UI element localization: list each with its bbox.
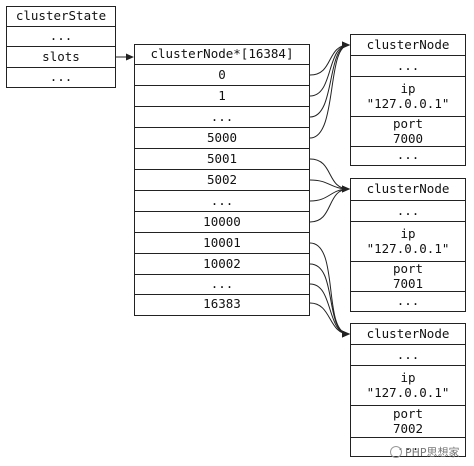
slot-row: 5001 [135, 149, 309, 170]
cluster-node-ip-field: ip "127.0.0.1" [351, 222, 465, 262]
cluster-node-ip-field: ip "127.0.0.1" [351, 77, 465, 117]
ip-label: ip [400, 81, 416, 97]
cluster-state-row: ... [49, 69, 73, 85]
watermark-logo-icon [390, 446, 402, 458]
slot-row: 10000 [135, 212, 309, 233]
port-label: port [392, 261, 424, 277]
cluster-node-ellipsis: ... [351, 345, 465, 366]
cluster-node-title: clusterNode [351, 35, 465, 56]
slot-ellipsis-link [309, 185, 350, 202]
ip-value: "127.0.0.1" [366, 384, 450, 400]
ip-label: ip [400, 370, 416, 386]
slot-row: ... [135, 275, 309, 295]
cluster-node-ip-field: ip "127.0.0.1" [351, 366, 465, 406]
cluster-node-ellipsis: ... [396, 438, 420, 454]
cluster-node-ellipsis: ... [351, 201, 465, 222]
slot-10001-link [309, 242, 350, 338]
cluster-node-ellipsis: ... [396, 147, 420, 163]
slot-row: 5000 [135, 128, 309, 149]
cluster-node-ellipsis: ... [396, 292, 420, 308]
slot-row: 10001 [135, 233, 309, 254]
cluster-node-port-field: port 7001 [351, 261, 465, 292]
watermark-text: PHP思想家 [405, 446, 460, 459]
ip-label: ip [400, 226, 416, 242]
slot-10000-link [309, 185, 350, 223]
slots-array-title: clusterNode*[16384] [135, 45, 309, 65]
cluster-node-ellipsis: ... [351, 56, 465, 77]
port-value: 7002 [392, 420, 424, 436]
slots-array-box: clusterNode*[16384] 0 1 ... 5000 5001 50… [134, 44, 310, 316]
slot-row: 5002 [135, 170, 309, 191]
cluster-node-box-7002: clusterNode ... ip "127.0.0.1" port 7002… [350, 323, 466, 457]
cluster-state-slots-row: slots [7, 47, 115, 68]
port-value: 7001 [392, 275, 424, 291]
watermark: PHP思想家 [390, 444, 460, 460]
ip-value: "127.0.0.1" [366, 95, 450, 111]
slot-row: ... [135, 107, 309, 128]
cluster-state-title: clusterState [7, 7, 115, 27]
slot-5002-link [309, 179, 350, 193]
cluster-node-box-7001: clusterNode ... ip "127.0.0.1" port 7001… [350, 178, 466, 312]
slot-row: ... [135, 191, 309, 212]
cluster-state-box: clusterState ... slots ... [6, 6, 116, 88]
cluster-node-title: clusterNode [351, 179, 465, 201]
slot-row: 0 [135, 65, 309, 86]
slot-10002-link [309, 263, 350, 338]
slot-5000-link [309, 41, 350, 139]
slot-row: 1 [135, 86, 309, 107]
port-value: 7000 [392, 130, 424, 146]
ip-value: "127.0.0.1" [366, 240, 450, 256]
cluster-node-port-field: port 7002 [351, 406, 465, 438]
slot-row: 16383 [203, 296, 241, 312]
slot-ellipsis-link [309, 41, 350, 118]
cluster-node-title: clusterNode [351, 324, 465, 345]
slot-row: 10002 [135, 254, 309, 275]
cluster-node-box-7000: clusterNode ... ip "127.0.0.1" port 7000… [350, 34, 466, 166]
cluster-node-port-field: port 7000 [351, 116, 465, 147]
port-label: port [392, 406, 424, 422]
cluster-state-row: ... [7, 27, 115, 47]
slot-16383-link [309, 302, 350, 338]
port-label: port [392, 116, 424, 132]
